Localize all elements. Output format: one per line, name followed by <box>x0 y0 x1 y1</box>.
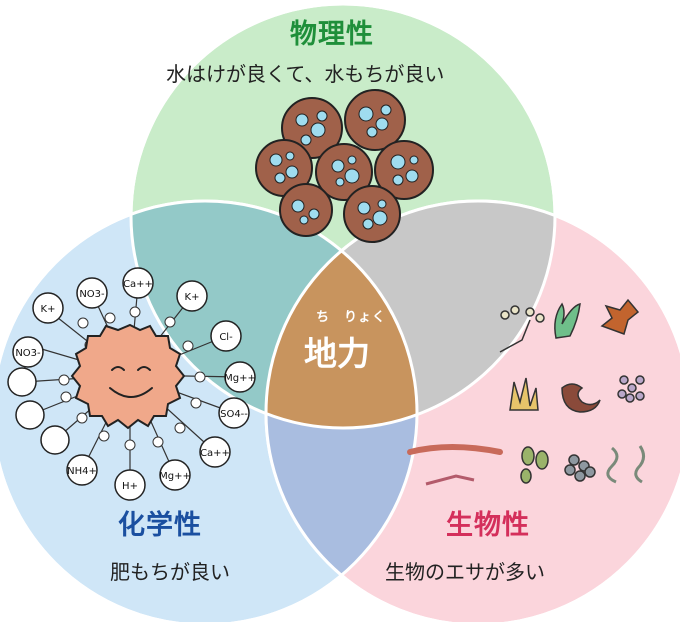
physical-title: 物理性 <box>290 19 374 50</box>
center-label: 地力 <box>304 334 370 373</box>
physical-subtitle: 水はけが良くて、水もちが良い <box>166 62 445 86</box>
ion-h: H+ <box>122 481 138 492</box>
earthworm-icon <box>407 444 503 455</box>
ion-no3-top: NO3- <box>79 289 105 300</box>
ion-so4: SO4-- <box>220 409 248 420</box>
center-ruby: ちりょく <box>316 306 386 325</box>
soil-particle-ions-icon: NO3- NO3- Ca++ K+ K+ Cl- Mg++ SO4-- Ca++… <box>7 267 256 501</box>
mite-icon <box>425 474 475 486</box>
ion-nh4: NH4+ <box>67 466 97 477</box>
soil-aggregates-icon <box>255 89 434 243</box>
biological-subtitle: 生物のエサが多い <box>385 560 545 584</box>
ruby-ryoku: りょく <box>344 310 387 325</box>
ion-k-left: K+ <box>41 304 56 315</box>
soil-organisms-icon <box>407 298 645 486</box>
ion-mg-bottom: Mg++ <box>159 471 191 482</box>
ion-ca-top: Ca++ <box>123 279 153 290</box>
ion-cl: Cl- <box>219 332 233 343</box>
chemical-subtitle: 肥もちが良い <box>110 560 230 584</box>
center-overlap <box>266 201 417 428</box>
biological-title: 生物性 <box>446 510 530 541</box>
chemical-title: 化学性 <box>118 510 202 541</box>
ion-ca-bottom: Ca++ <box>200 448 230 459</box>
ion-k-right: K+ <box>185 292 200 303</box>
ruby-chi: ち <box>316 310 331 325</box>
ion-no3-left: NO3- <box>15 348 41 359</box>
ion-mg-right: Mg++ <box>224 373 256 384</box>
